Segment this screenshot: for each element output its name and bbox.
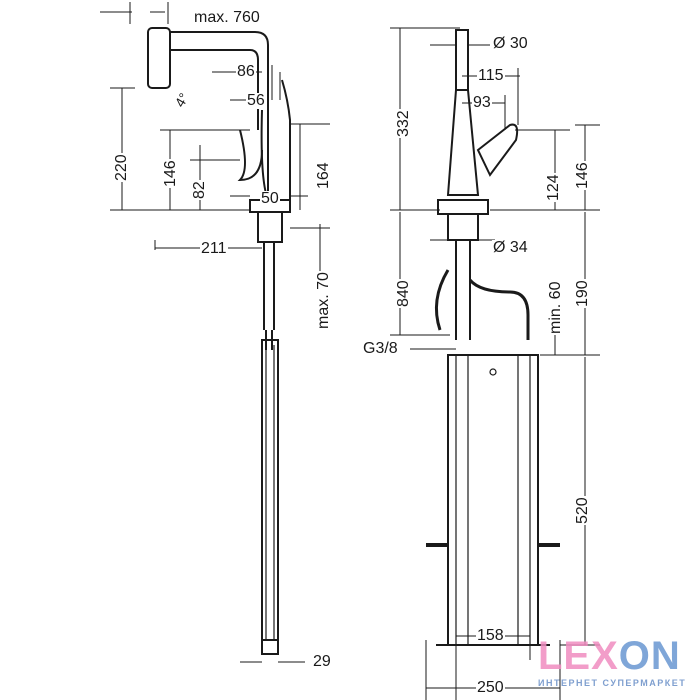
dim-211: 211 bbox=[200, 240, 228, 257]
dimension-lines bbox=[100, 2, 600, 700]
dim-min-60: min. 60 bbox=[547, 280, 564, 335]
dim-520: 520 bbox=[574, 496, 591, 525]
side-view-faucet bbox=[147, 27, 291, 655]
dim-56: 56 bbox=[246, 92, 266, 109]
logo-text-on: ON bbox=[618, 634, 681, 678]
front-view-faucet bbox=[426, 29, 560, 646]
dim-146-side: 146 bbox=[162, 159, 179, 188]
dim-220: 220 bbox=[113, 153, 130, 182]
dim-93: 93 bbox=[472, 94, 492, 111]
dim-dia-30: Ø 30 bbox=[492, 35, 529, 52]
dim-840: 840 bbox=[395, 279, 412, 308]
dim-158: 158 bbox=[476, 627, 505, 644]
dim-dia-34: Ø 34 bbox=[492, 239, 529, 256]
logo-tagline: ИНТЕРНЕТ СУПЕРМАРКЕТ bbox=[538, 678, 687, 688]
dim-thread: G3/8 bbox=[362, 340, 399, 357]
lexon-logo: LEXON ИНТЕРНЕТ СУПЕРМАРКЕТ bbox=[538, 636, 698, 688]
dim-146-front: 146 bbox=[574, 161, 591, 190]
dim-29: 29 bbox=[312, 653, 332, 670]
dim-82: 82 bbox=[191, 180, 208, 200]
dim-164: 164 bbox=[315, 161, 332, 190]
dim-86: 86 bbox=[236, 63, 256, 80]
dim-max-70: max. 70 bbox=[315, 271, 332, 330]
dim-250: 250 bbox=[476, 679, 505, 696]
dim-115: 115 bbox=[477, 67, 505, 84]
dim-332: 332 bbox=[395, 109, 412, 138]
dim-124: 124 bbox=[545, 173, 562, 202]
logo-text-lex: LEX bbox=[538, 634, 619, 678]
dim-190: 190 bbox=[574, 279, 591, 308]
dim-max-reach: max. 760 bbox=[193, 9, 261, 26]
dim-50: 50 bbox=[260, 190, 280, 207]
